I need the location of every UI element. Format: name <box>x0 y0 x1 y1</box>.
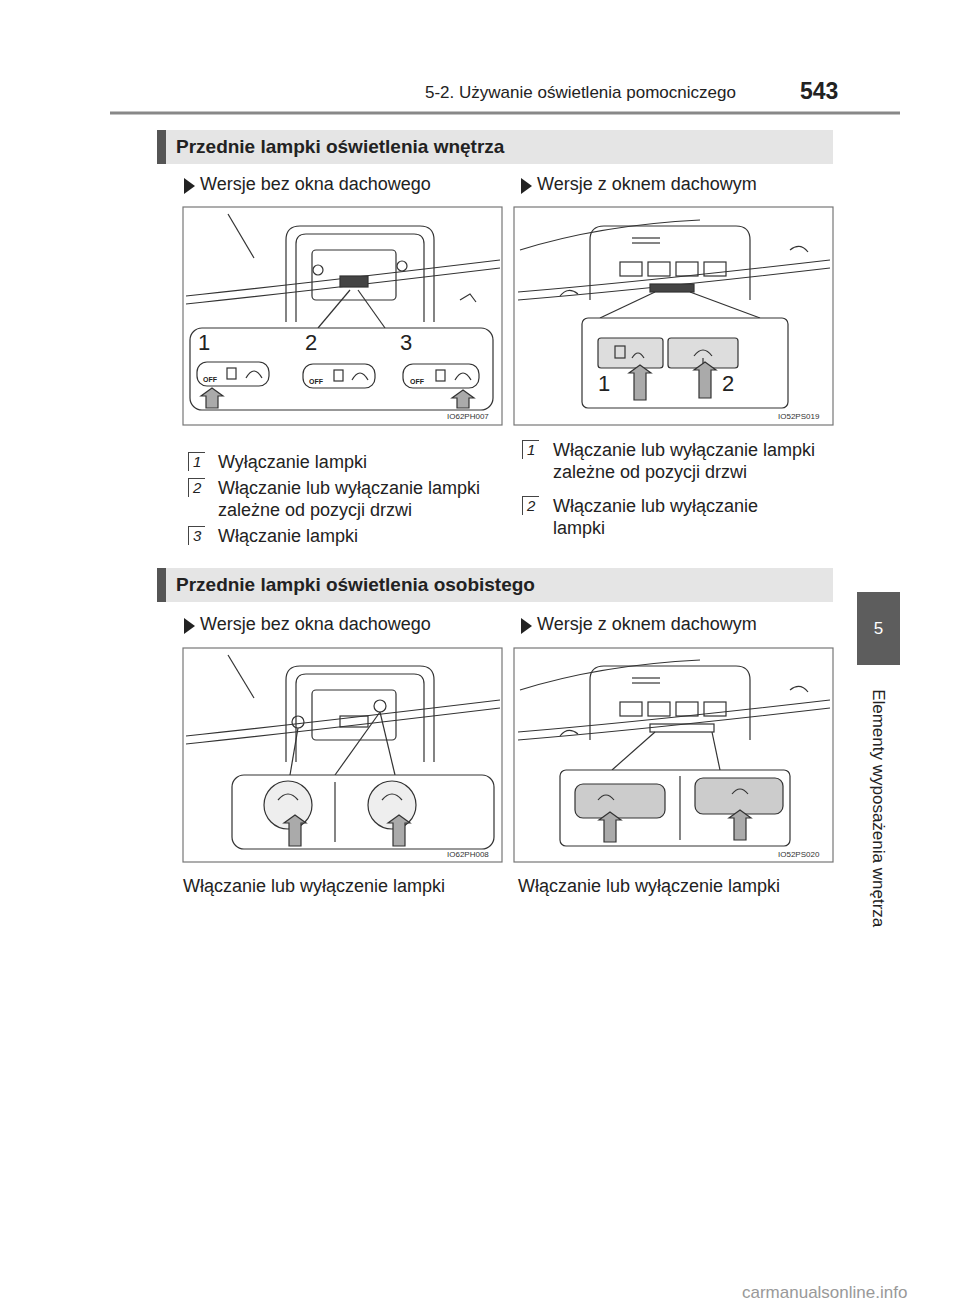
interior-lamp-illustration-no-sunroof <box>183 207 502 425</box>
chapter-title: Elementy wyposażenia wnętrza <box>868 689 888 927</box>
bullet-triangles <box>184 178 532 634</box>
chapter-tab: 5 <box>857 592 900 665</box>
figure-code: IO52PS020 <box>777 851 820 859</box>
switch-marking: OFF <box>309 378 323 385</box>
version-heading: Wersje z oknem dachowym <box>537 614 757 636</box>
callout-number: 3 <box>188 526 205 545</box>
callout-description: Włączanie lampki <box>218 525 516 547</box>
figure-code: IO52PS019 <box>777 413 820 421</box>
figure-caption: Włączanie lub wyłączenie lampki <box>183 876 445 898</box>
callout-number: 3 <box>400 331 412 355</box>
section-heading: Przednie lampki oświetlenia osobistego <box>176 574 535 596</box>
callout-description: Wyłączanie lampki <box>218 451 516 473</box>
personal-lamp-illustration-no-sunroof <box>183 648 502 862</box>
version-heading: Wersje z oknem dachowym <box>537 174 757 196</box>
callout-number: 2 <box>305 331 317 355</box>
personal-lamp-illustration-sunroof <box>514 648 833 862</box>
section-heading: Przednie lampki oświetlenia wnętrza <box>176 136 504 158</box>
switch-marking: OFF <box>410 378 424 385</box>
callout-description: Włączanie lub wyłączanie lampki zależne … <box>553 439 843 483</box>
watermark: carmanualsonline.info <box>742 1283 907 1303</box>
figure-caption: Włączanie lub wyłączenie lampki <box>518 876 780 898</box>
section-heading-band: Przednie lampki oświetlenia wnętrza <box>157 130 833 164</box>
switch-marking: OFF <box>203 376 217 383</box>
running-header: 5-2. Używanie oświetlenia pomocniczego <box>425 83 736 103</box>
version-heading: Wersje bez okna dachowego <box>200 174 431 196</box>
callout-description: Włączanie lub wyłączanie lampki <box>553 495 813 539</box>
callout-number: 2 <box>522 496 539 515</box>
interior-lamp-illustration-sunroof <box>514 207 833 425</box>
figure-code: IO62PH007 <box>446 413 490 421</box>
callout-number: 1 <box>598 372 610 396</box>
page-number: 543 <box>800 78 838 106</box>
figure-code: IO62PH008 <box>446 851 490 859</box>
version-heading: Wersje bez okna dachowego <box>200 614 431 636</box>
callout-number: 1 <box>188 452 205 471</box>
header-rule <box>110 113 900 114</box>
callout-number: 2 <box>722 372 734 396</box>
callout-number: 1 <box>198 331 210 355</box>
callout-description: Włączanie lub wyłączanie lampki zależne … <box>218 477 516 521</box>
chapter-number: 5 <box>874 619 883 639</box>
callout-number: 1 <box>522 440 539 459</box>
section-heading-band: Przednie lampki oświetlenia osobistego <box>157 568 833 602</box>
callout-number: 2 <box>188 478 205 497</box>
